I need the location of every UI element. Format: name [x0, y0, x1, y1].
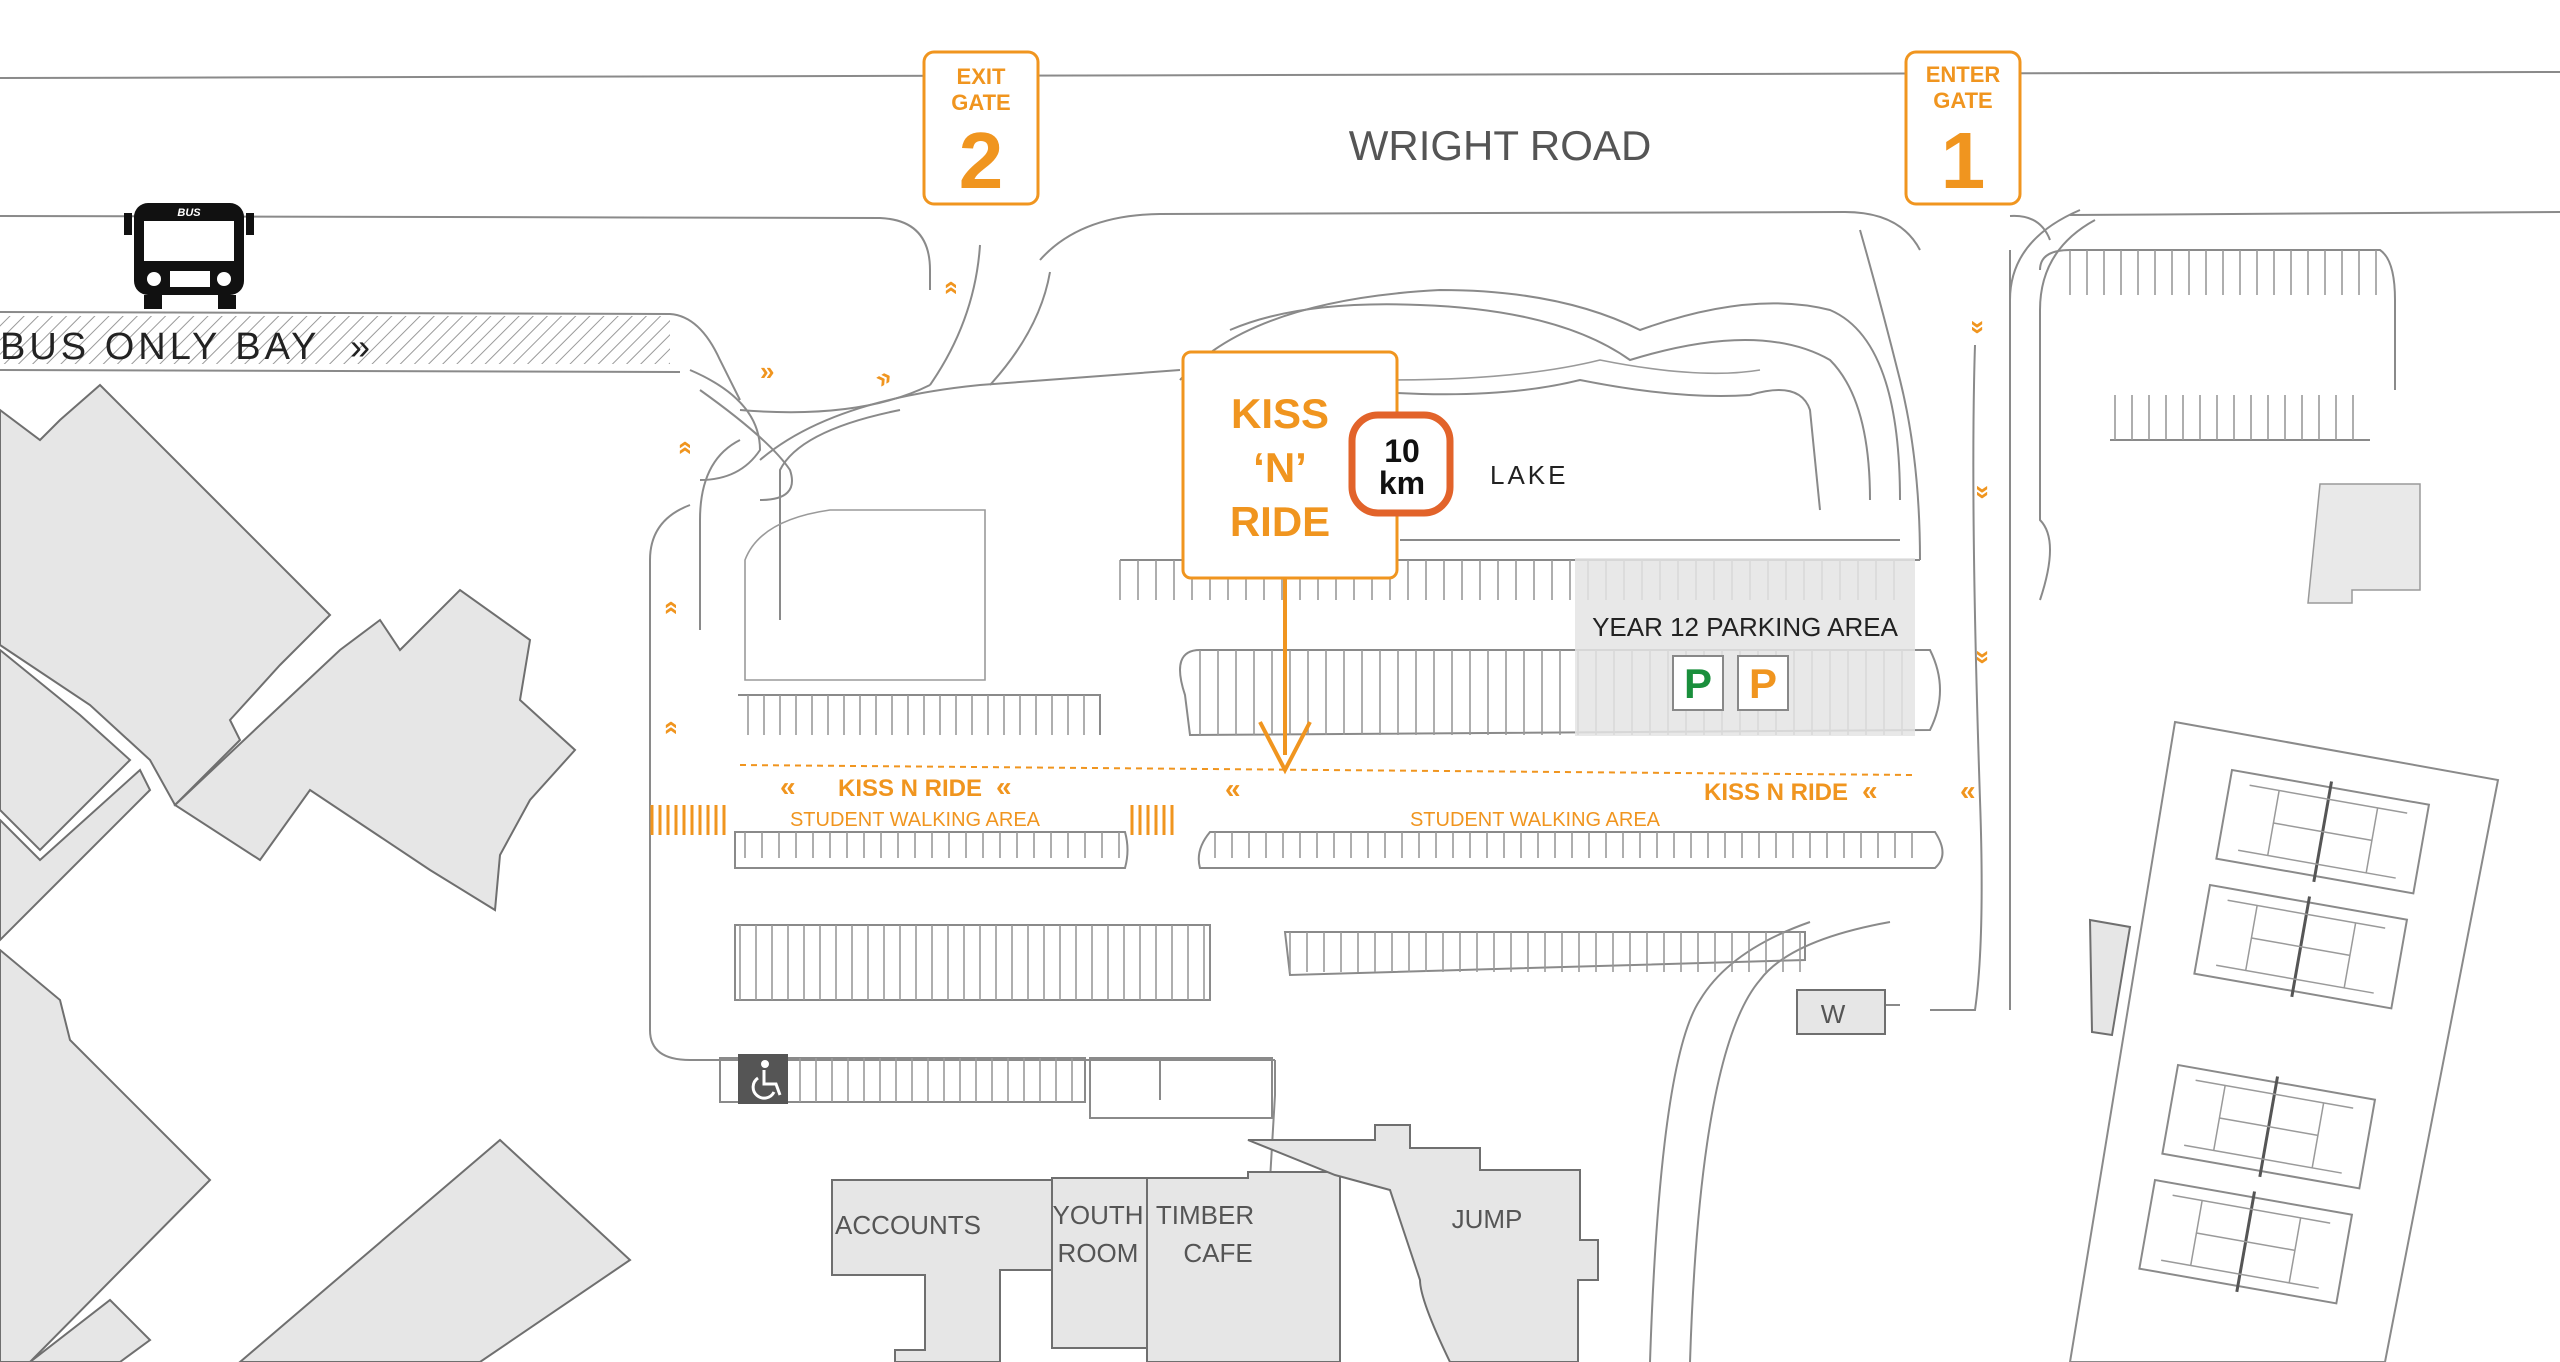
small-building-right [2307, 483, 2421, 604]
map-line [2195, 1079, 2354, 1109]
year12-orange-p: P [1749, 660, 1777, 707]
walk-right-label: STUDENT WALKING AREA [1410, 809, 1661, 831]
year12-orange-p-sign [1737, 655, 1789, 711]
jump-label: JUMP [1452, 1204, 1523, 1234]
lake-label: LAKE [1490, 460, 1569, 490]
map-line [2196, 1232, 2296, 1252]
map-line [2227, 899, 2386, 929]
bus-only-bay: BUS ONLY BAY » [0, 311, 741, 401]
map-line [2219, 1117, 2319, 1137]
kiss-lane-right-chevron: « [1862, 775, 1878, 806]
youth-room-line1: YOUTH [1053, 1200, 1144, 1230]
map-line [2273, 822, 2373, 842]
svg-text:»: » [934, 281, 964, 295]
bus-bay-arrow: » [350, 326, 370, 367]
tennis-court [2138, 1178, 2354, 1305]
timber-cafe-line1: TIMBER [1156, 1200, 1254, 1230]
kiss-lane-mid-chevron: « [1225, 773, 1241, 804]
exit-gate-top: EXIT [957, 64, 1006, 89]
enter-gate-number: 1 [1941, 116, 1986, 205]
kiss-lane-left-chevron-2: « [996, 771, 1012, 802]
wright-road: WRIGHT ROAD [0, 71, 2560, 290]
svg-text:»: » [869, 361, 897, 394]
map-line [2184, 1144, 2342, 1174]
youth-room-line2: ROOM [1058, 1238, 1139, 1268]
kiss-lane-far-chevron: « [1960, 775, 1976, 806]
tennis-court [2193, 883, 2409, 1010]
tennis-court [2161, 1063, 2377, 1190]
kiss-n-ride-sign: KISS ‘N’ RIDE [1181, 350, 1399, 775]
map-line [2238, 849, 2396, 879]
speed-unit: km [1379, 465, 1425, 501]
svg-text:»: » [654, 601, 684, 615]
exit-gate-2-sign: EXIT GATE 2 [922, 50, 1040, 206]
svg-text:»: » [760, 356, 774, 386]
bus-icon: BUS [124, 203, 254, 309]
svg-text:»: » [1969, 485, 1999, 499]
tennis-courts [2068, 720, 2500, 1362]
bus-badge: BUS [177, 207, 201, 219]
svg-text:»: » [654, 721, 684, 735]
internal-roads [649, 209, 2096, 1362]
kiss-sign-line2: ‘N’ [1253, 444, 1307, 491]
timber-cafe-line2: CAFE [1183, 1238, 1252, 1268]
parking-stalls [719, 249, 2396, 1103]
enter-gate-bottom: GATE [1933, 88, 1992, 113]
exit-gate-bottom: GATE [951, 90, 1010, 115]
enter-gate-top: ENTER [1926, 62, 2001, 87]
map-line [2172, 1194, 2331, 1224]
walk-left-label: STUDENT WALKING AREA [790, 809, 1041, 831]
kiss-lane-right-label: KISS N RIDE [1704, 779, 1848, 806]
map-line [2161, 1259, 2319, 1289]
enter-gate-1-sign: ENTER GATE 1 [1904, 50, 2022, 206]
speed-value: 10 [1384, 433, 1420, 469]
map-line [2216, 964, 2374, 994]
year12-green-p: P [1684, 660, 1712, 707]
tennis-court [2215, 768, 2431, 895]
svg-text:»: » [668, 441, 698, 455]
kiss-lane-left-chevron: « [780, 771, 796, 802]
svg-text:»: » [1969, 650, 1999, 664]
kiss-n-ride-lane: « KISS N RIDE « « KISS N RIDE « « STUDEN… [650, 764, 1976, 835]
year12-green-p-sign [1672, 655, 1724, 711]
bottom-buildings: ACCOUNTS YOUTH ROOM TIMBER CAFE JUMP [831, 1124, 1599, 1362]
exit-gate-number: 2 [959, 116, 1004, 205]
accounts-label: ACCOUNTS [835, 1210, 981, 1240]
year12-label: YEAR 12 PARKING AREA [1592, 612, 1899, 642]
toilet-block: W [1796, 989, 1886, 1035]
svg-text:»: » [1964, 320, 1994, 334]
kiss-sign-line3: RIDE [1230, 498, 1330, 545]
kiss-lane-left-label: KISS N RIDE [838, 775, 982, 802]
speed-limit-sign: 10 km [1348, 411, 1454, 517]
left-buildings [0, 383, 632, 1362]
bus-bay-label: BUS ONLY BAY [0, 326, 320, 368]
toilet-label: W [1821, 999, 1846, 1029]
wheelchair-icon [738, 1054, 788, 1104]
kiss-sign-line1: KISS [1231, 390, 1329, 437]
map-line [2249, 784, 2408, 814]
year12-parking-area: YEAR 12 PARKING AREA P P [1575, 558, 1915, 736]
road-name: WRIGHT ROAD [1349, 122, 1652, 169]
map-line [2251, 937, 2351, 957]
